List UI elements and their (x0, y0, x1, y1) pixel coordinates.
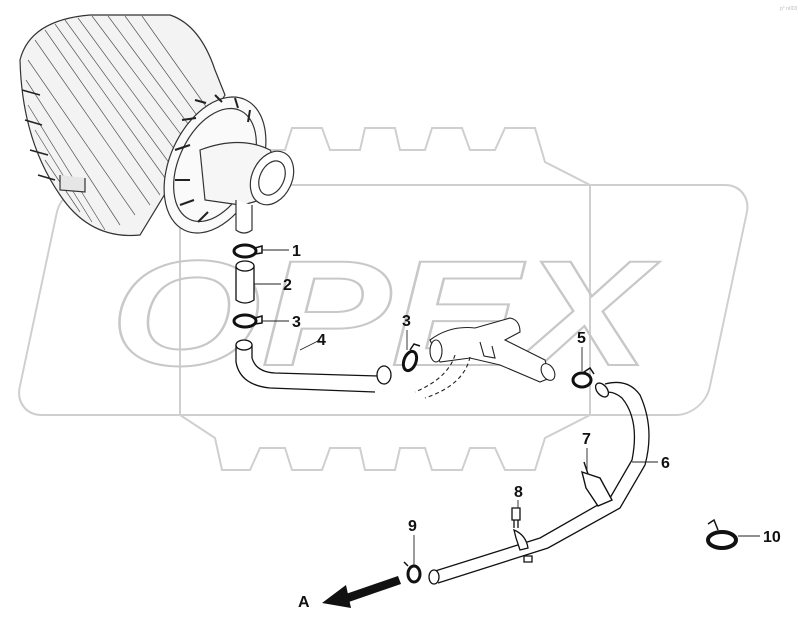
direction-arrow (322, 576, 401, 608)
clamp-part-3-left (232, 313, 263, 329)
clamp-part-10 (706, 518, 738, 550)
callout-3-right: 3 (402, 313, 411, 330)
callout-labels: 1 2 3 4 3 5 6 7 8 9 10 A p° n003 (283, 6, 798, 611)
callout-9: 9 (408, 518, 417, 535)
bracket-part-7 (581, 461, 613, 507)
direction-label-a: A (298, 594, 310, 611)
watermark-frame (18, 184, 749, 416)
callout-2: 2 (283, 277, 292, 294)
callout-5: 5 (577, 330, 586, 347)
bolt-part-8 (511, 507, 533, 563)
callout-3-left: 3 (292, 314, 301, 331)
callout-10: 10 (763, 529, 781, 546)
pipe-part-6 (428, 381, 650, 585)
hose-part-2 (235, 260, 255, 304)
corner-mark: p° n003 (780, 6, 798, 12)
callout-6: 6 (661, 455, 670, 472)
hose-part-4 (235, 339, 392, 393)
leader-lines (254, 249, 760, 566)
air-filter-housing (19, 14, 295, 237)
callout-8: 8 (514, 484, 523, 501)
callout-4: 4 (317, 332, 326, 349)
center-pipe-assembly (414, 317, 556, 399)
callout-1: 1 (292, 243, 301, 260)
clamp-part-1 (232, 243, 263, 259)
clamp-part-9 (403, 561, 422, 584)
clamp-part-3-right (401, 343, 421, 373)
callout-7: 7 (582, 431, 591, 448)
clamp-part-5 (571, 366, 595, 389)
